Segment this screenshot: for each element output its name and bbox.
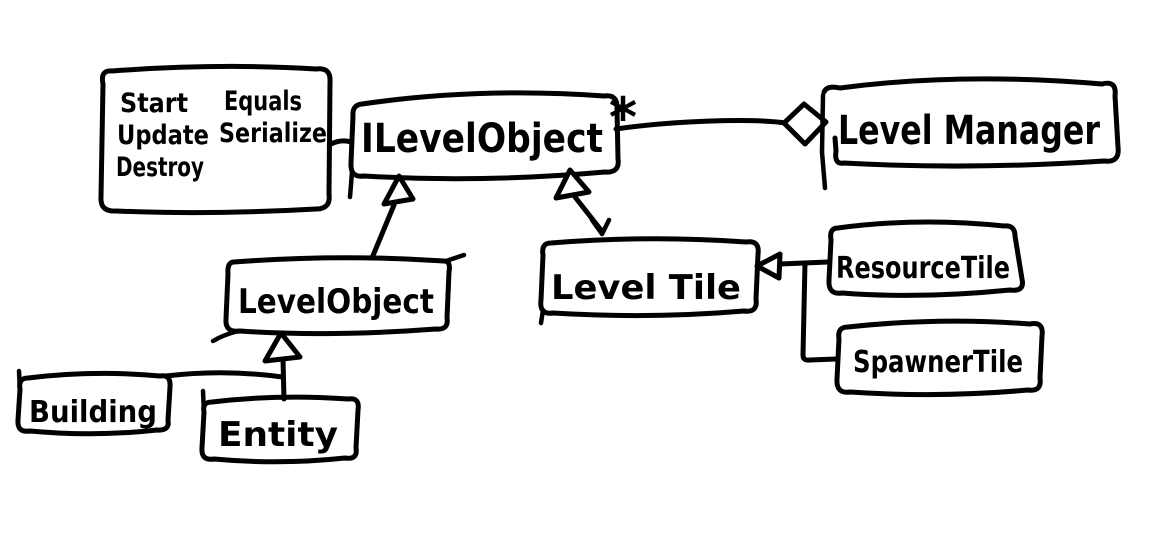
class-box-building: Building xyxy=(15,368,173,437)
box-pen-overshoot xyxy=(200,388,207,417)
class-label-resourcetile: ResourceTile xyxy=(836,251,1010,286)
methods-note-box: Start Equals Update Serialize Destroy xyxy=(98,63,333,216)
connector-branch-spawnertile xyxy=(800,260,839,363)
pen-arrowhead-down xyxy=(589,217,612,237)
connector-horizontal-building xyxy=(163,370,285,380)
class-label-spawnertile: SpawnerTile xyxy=(853,345,1023,380)
class-label-levelobject: LevelObject xyxy=(238,282,434,322)
edge-aggregation-ilevelobject-levelmanager xyxy=(613,101,829,147)
aggregation-diamond xyxy=(781,101,829,147)
class-label-leveltile: Level Tile xyxy=(551,268,741,308)
edge-note-to-ilevelobject xyxy=(328,138,354,147)
box-outline xyxy=(538,236,761,319)
box-outline xyxy=(348,90,621,182)
box-pen-overshoot xyxy=(538,307,546,326)
box-outline xyxy=(199,394,361,465)
box-outline xyxy=(826,219,1025,298)
box-pen-overshoot xyxy=(210,328,241,344)
class-label-building: Building xyxy=(29,395,157,430)
inheritance-line xyxy=(369,202,397,261)
edge-inheritance-levelobject-ilevelobject xyxy=(369,173,416,261)
box-outline xyxy=(15,370,173,437)
multiplicity-star-label: * xyxy=(609,86,637,149)
class-box-resourcetile: ResourceTile xyxy=(826,219,1025,298)
box-pen-overshoot xyxy=(443,252,467,264)
box-pen-overshoot xyxy=(347,169,355,200)
class-box-leveltile: Level Tile xyxy=(538,236,761,326)
edge-inheritance-building-entity-levelobject xyxy=(163,330,303,402)
box-outline xyxy=(821,76,1121,169)
aggregation-line xyxy=(613,118,789,132)
class-box-levelmanager: Level Manager xyxy=(819,76,1121,191)
method-label-destroy: Destroy xyxy=(116,152,204,183)
inheritance-hollow-triangle-left xyxy=(754,251,783,281)
edge-inheritance-leveltile-ilevelobject xyxy=(553,167,612,237)
class-label-entity: Entity xyxy=(218,415,338,455)
method-label-serialize: Serialize xyxy=(219,118,327,149)
method-label-equals: Equals xyxy=(224,86,302,117)
method-label-start: Start xyxy=(120,88,188,119)
box-outline xyxy=(834,318,1045,398)
class-label-levelmanager: Level Manager xyxy=(838,108,1100,154)
class-box-ilevelobject: ILevelObject xyxy=(347,90,621,200)
box-left-edge xyxy=(819,92,826,155)
inheritance-hollow-triangle xyxy=(553,167,592,201)
edge-inheritance-tiles-leveltile xyxy=(754,251,839,363)
class-box-levelobject: LevelObject xyxy=(210,252,467,344)
inheritance-hollow-triangle xyxy=(381,173,416,207)
box-outline xyxy=(223,255,452,337)
box-pen-overshoot xyxy=(819,149,828,191)
box-outline xyxy=(98,63,333,216)
method-label-update: Update xyxy=(117,120,209,151)
class-label-ilevelobject: ILevelObject xyxy=(361,116,603,162)
class-box-spawnertile: SpawnerTile xyxy=(834,318,1045,398)
box-pen-overshoot xyxy=(16,368,23,395)
class-box-entity: Entity xyxy=(199,388,361,465)
